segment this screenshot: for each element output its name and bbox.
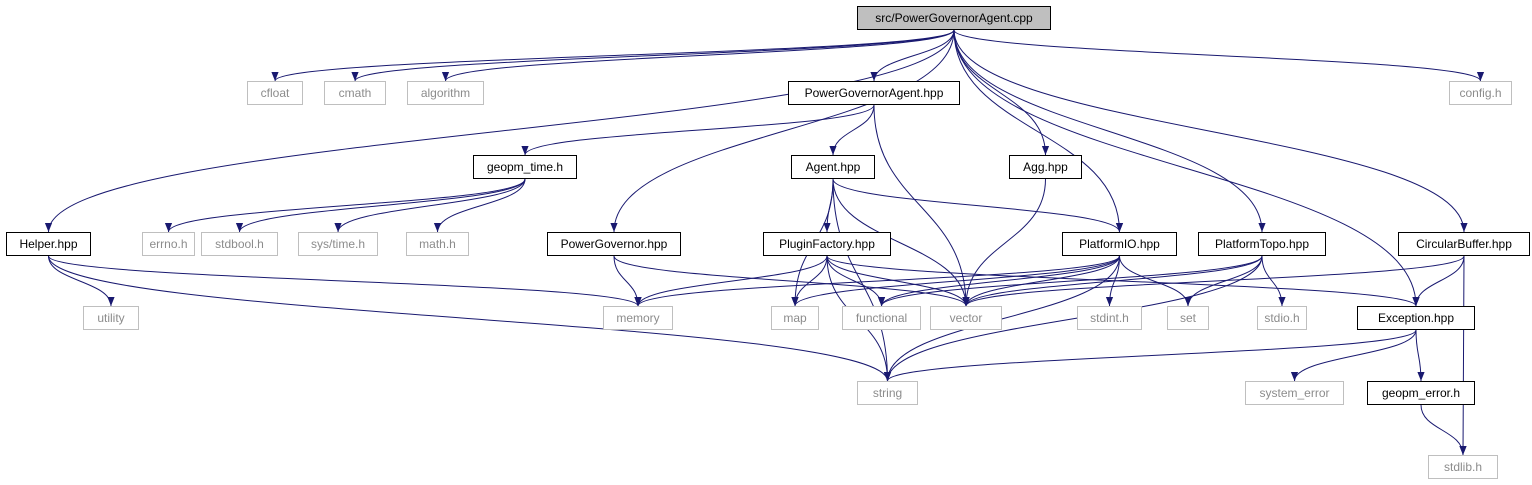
node-power-governor-agent-hpp[interactable]: PowerGovernorAgent.hpp [788, 81, 960, 105]
node-system-error: system_error [1245, 381, 1344, 405]
node-helper-hpp[interactable]: Helper.hpp [6, 232, 91, 256]
node-geopm-time-h[interactable]: geopm_time.h [473, 155, 577, 179]
edge-pthpp-to-functional [878, 255, 1263, 307]
edge-pgahpp-to-vector [873, 104, 970, 307]
edge-helperhpp-to-string [48, 255, 891, 382]
edge-piohpp-to-map [791, 255, 1120, 307]
node-algorithm: algorithm [407, 81, 484, 105]
edge-root-to-helperhpp [44, 29, 955, 233]
edge-root-to-cfloat [271, 29, 955, 82]
node-string: string [857, 381, 918, 405]
node-platform-topo-hpp[interactable]: PlatformTopo.hpp [1198, 232, 1326, 256]
node-cmath: cmath [324, 81, 386, 105]
edge-root-to-cmath [351, 29, 955, 82]
edge-pfhpp-to-vector [826, 255, 970, 307]
node-stdbool-h: stdbool.h [201, 232, 278, 256]
edge-geomptime-to-errnoh [165, 178, 526, 233]
node-power-governor-hpp[interactable]: PowerGovernor.hpp [547, 232, 681, 256]
edge-pthpp-to-set [1184, 255, 1263, 307]
edge-agenthpp-to-string [832, 178, 892, 382]
node-map: map [771, 306, 819, 330]
node-config-h: config.h [1449, 81, 1512, 105]
edge-piohpp-to-functional [877, 255, 1120, 307]
node-stdio-h: stdio.h [1257, 306, 1307, 330]
edge-pghpp-to-vector [613, 255, 970, 307]
edge-pfhpp-to-memory [634, 255, 828, 307]
node-geopm-error-h[interactable]: geopm_error.h [1367, 381, 1475, 405]
edge-cbhpp-to-exchpp [1412, 255, 1465, 307]
edge-piohpp-to-memory [634, 255, 1120, 307]
edge-helperhpp-to-memory [48, 255, 642, 307]
edge-piohpp-to-vector [962, 255, 1120, 307]
edge-geomperror-to-stdlibh [1420, 404, 1467, 456]
edge-pthpp-to-vector [962, 255, 1263, 307]
node-cfloat: cfloat [247, 81, 303, 105]
edge-pgahpp-to-agenthpp [829, 104, 875, 156]
node-plugin-factory-hpp[interactable]: PluginFactory.hpp [763, 232, 891, 256]
edge-piohpp-to-string [883, 255, 1120, 382]
edge-geomptime-to-stdboolh [235, 178, 526, 233]
edge-exchpp-to-syserror [1290, 329, 1417, 382]
node-math-h: math.h [406, 232, 469, 256]
edge-root-to-piohpp [953, 29, 1124, 233]
node-memory: memory [603, 306, 673, 330]
edge-helperhpp-to-utility [48, 255, 115, 307]
edge-root-to-cbhpp [953, 29, 1468, 233]
node-circular-buffer-hpp[interactable]: CircularBuffer.hpp [1398, 232, 1530, 256]
edge-pfhpp-to-exchpp [826, 255, 1420, 307]
edge-root-to-pghpp [610, 29, 955, 233]
edge-root-to-pgahpp [870, 29, 955, 82]
edge-root-to-config [953, 29, 1484, 82]
node-platform-io-hpp[interactable]: PlatformIO.hpp [1062, 232, 1177, 256]
edge-agenthpp-to-vector [832, 178, 970, 307]
edge-root-to-pthpp [953, 29, 1266, 233]
edge-cbhpp-to-stdlibh [1459, 255, 1467, 456]
edge-cbhpp-to-vector [962, 255, 1465, 307]
node-stdlib-h: stdlib.h [1428, 455, 1498, 479]
node-errno-h: errno.h [142, 232, 195, 256]
edge-pgahpp-to-geomptime [521, 104, 875, 156]
edge-exchpp-to-geomperror [1415, 329, 1425, 382]
edge-pthpp-to-stdioh [1261, 255, 1286, 307]
edge-exchpp-to-string [884, 329, 1417, 382]
node-sys-time-h: sys/time.h [298, 232, 378, 256]
edge-root-to-exchpp [953, 29, 1420, 307]
node-functional: functional [842, 306, 921, 330]
edge-agenthpp-to-piohpp [832, 178, 1124, 233]
edge-agghpp-to-vector [962, 178, 1046, 307]
edge-layer [44, 29, 1484, 456]
edge-geomptime-to-systimeh [334, 178, 526, 233]
node-utility: utility [83, 306, 139, 330]
edge-pthpp-to-string [883, 255, 1263, 382]
node-vector: vector [930, 306, 1002, 330]
node-agg-hpp[interactable]: Agg.hpp [1009, 155, 1082, 179]
edge-geomptime-to-mathh [433, 178, 526, 233]
node-exception-hpp[interactable]: Exception.hpp [1357, 306, 1475, 330]
node-agent-hpp[interactable]: Agent.hpp [791, 155, 875, 179]
node-root-source-file[interactable]: src/PowerGovernorAgent.cpp [857, 6, 1051, 30]
node-stdint-h: stdint.h [1077, 306, 1142, 330]
node-set: set [1167, 306, 1209, 330]
edge-root-to-algorithm [442, 29, 955, 82]
